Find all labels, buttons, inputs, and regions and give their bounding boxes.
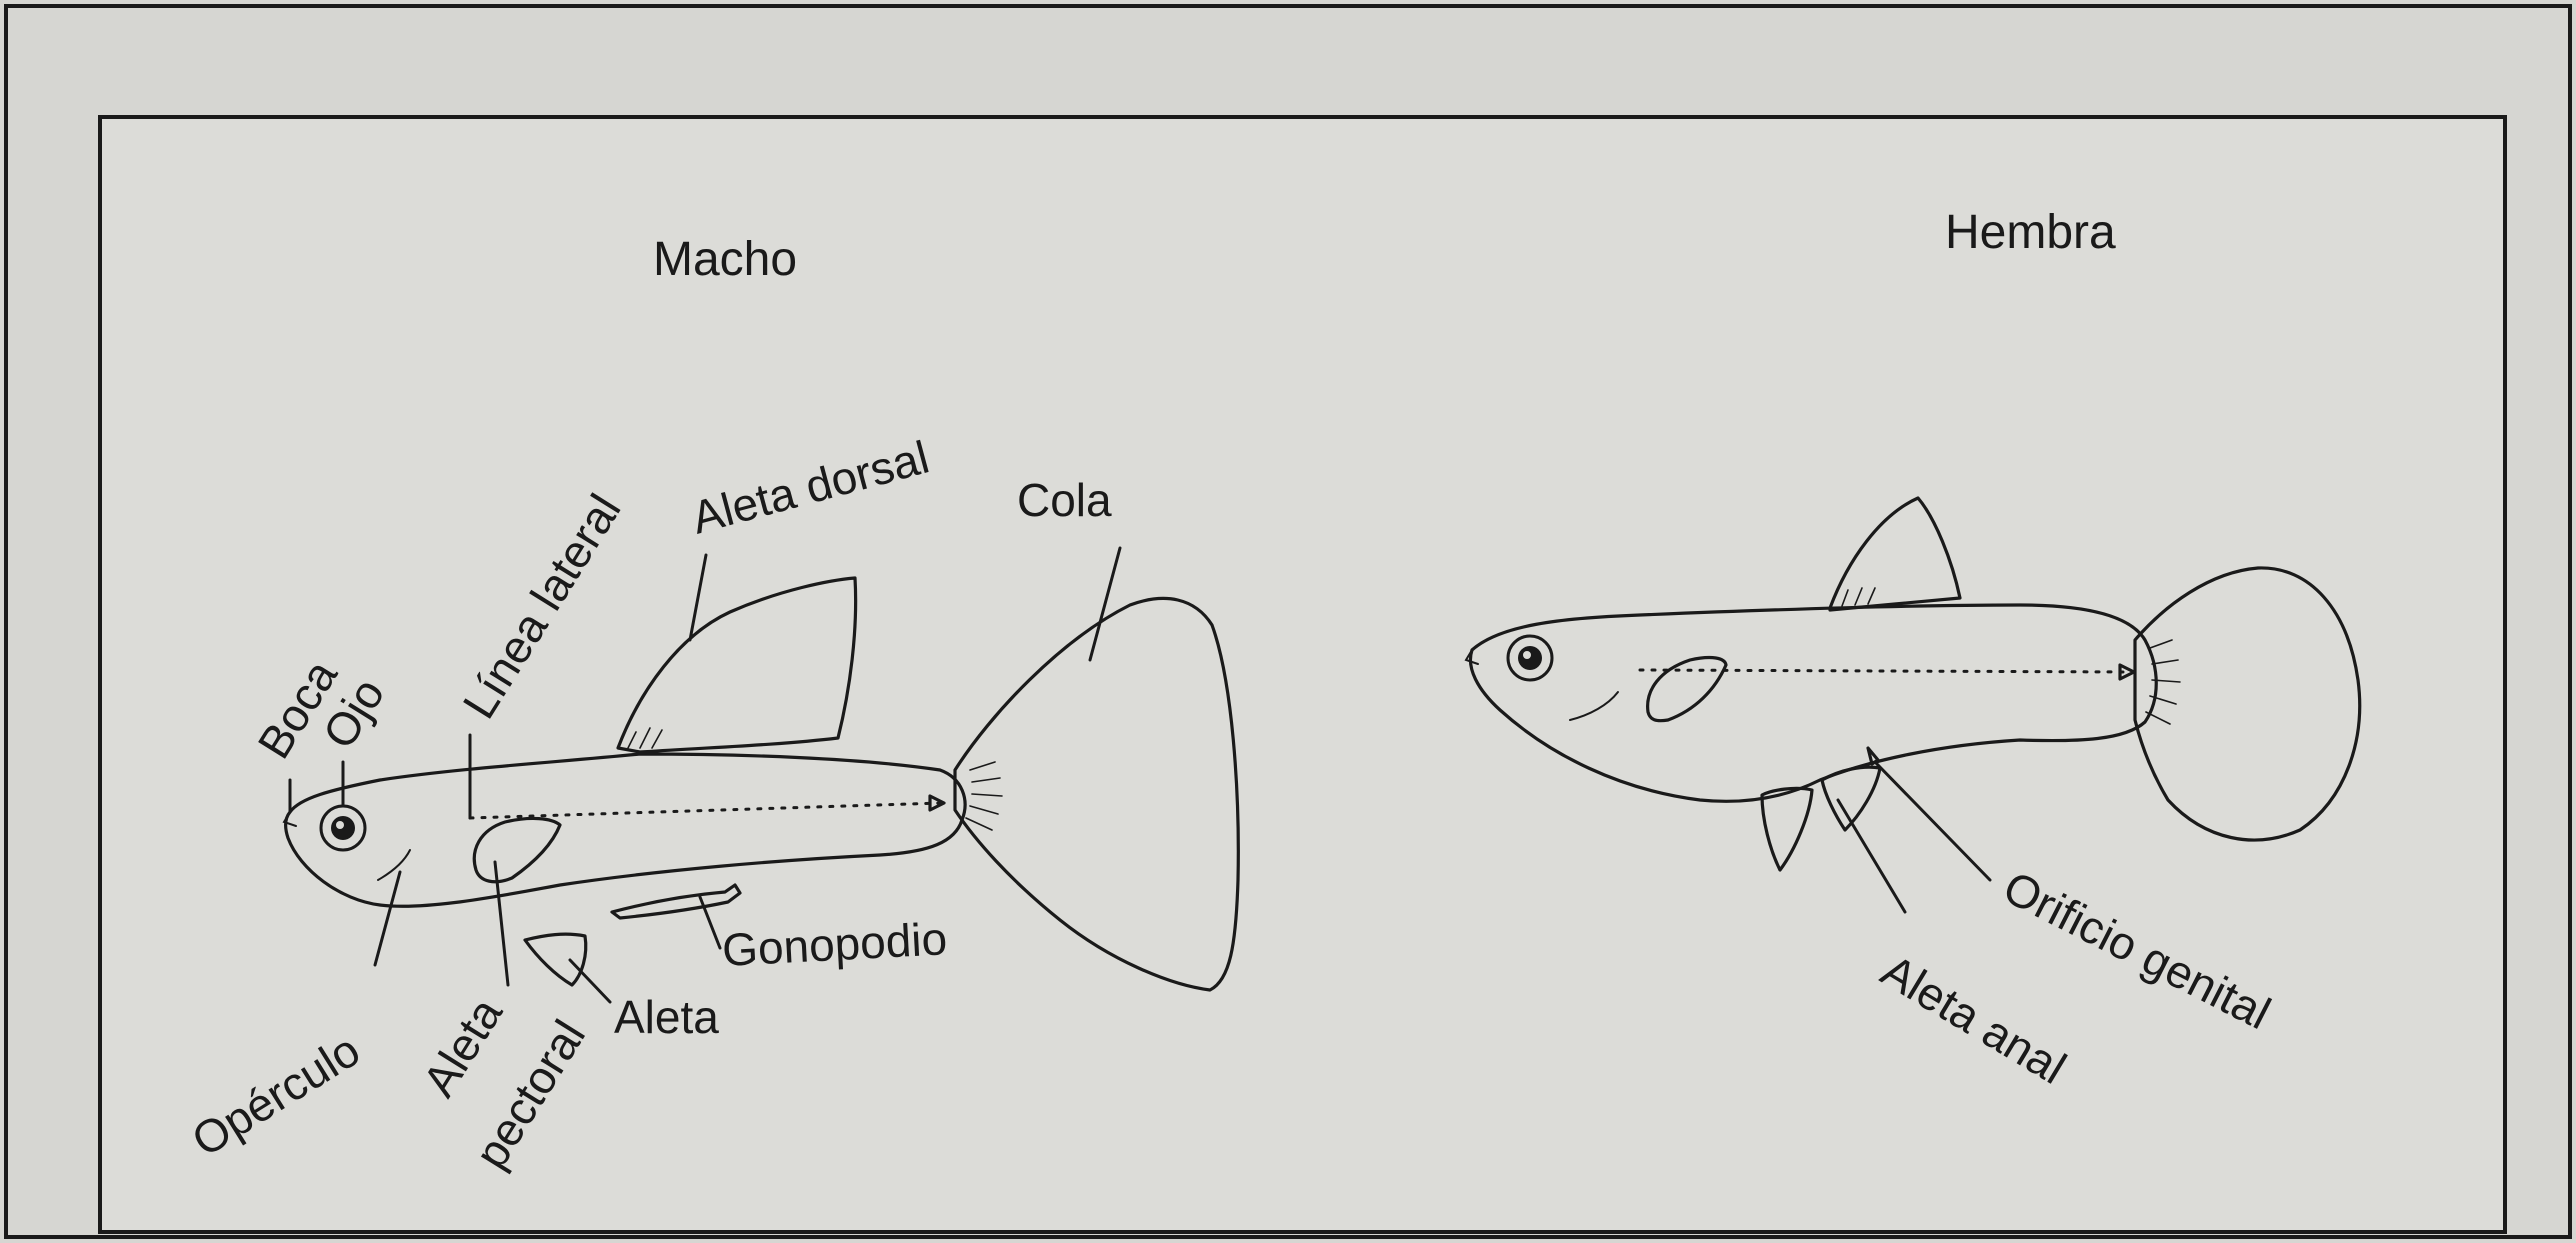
female-title: Hembra [1945, 206, 2116, 259]
male-eye-pupil [331, 816, 355, 840]
female-eye-pupil [1518, 646, 1542, 670]
label-cola: Cola [1017, 474, 1112, 526]
label-aleta: Aleta [614, 991, 719, 1043]
male-title: Macho [653, 233, 797, 286]
